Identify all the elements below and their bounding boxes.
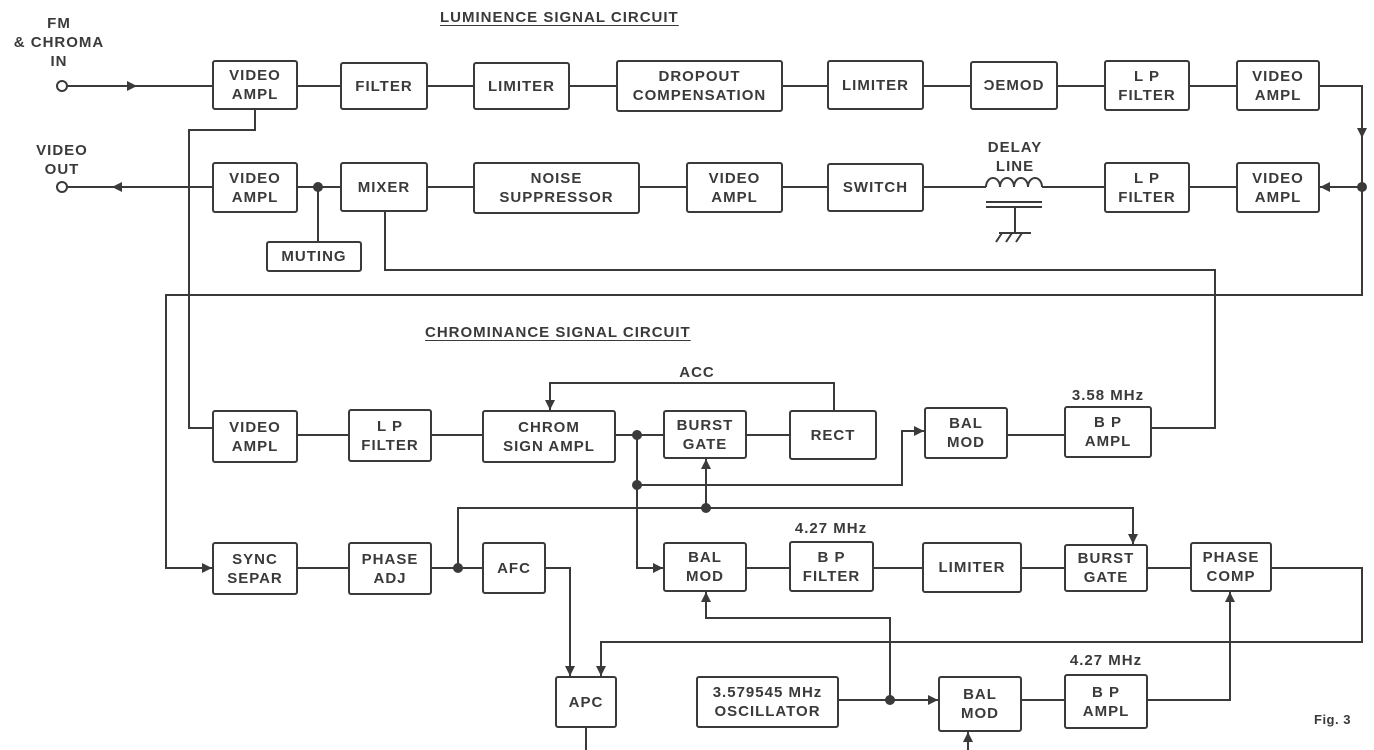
delay-line-label: DELAY LINE: [987, 139, 1043, 175]
dropout-compensation-block: DROPOUT COMPENSATION: [616, 60, 783, 112]
output-label: VIDEO OUT: [36, 142, 88, 178]
video-ampl-block-1: VIDEO AMPL: [1236, 60, 1320, 111]
bp-ampl-block-1: B P AMPL: [1064, 406, 1152, 458]
sync-separ-block: SYNC SEPAR: [212, 542, 298, 595]
burst-gate-block-1: BURST GATE: [663, 410, 747, 459]
acc-label: ACC: [679, 364, 715, 381]
oscillator-block: 3.579545 MHz OSCILLATOR: [696, 676, 839, 728]
chrom-sign-ampl-block: CHROM SIGN AMPL: [482, 410, 616, 463]
freq-427-ampl-label: 4.27 MHz: [1069, 652, 1143, 669]
limiter-block-1: LIMITER: [473, 62, 570, 110]
chroma-row1-wires: [298, 382, 1064, 573]
bp-filter-block: B P FILTER: [789, 541, 874, 592]
delay-line-coil: [985, 177, 1043, 188]
figure-label: Fig. 3: [1314, 712, 1351, 727]
filter-block: FILTER: [340, 62, 428, 110]
limiter-block-2: LIMITER: [827, 60, 924, 110]
video-ampl-block-2: VIDEO AMPL: [686, 162, 783, 213]
muting-block: MUTING: [266, 241, 362, 272]
mixer-block: MIXER: [340, 162, 428, 212]
lp-filter-block-2: L P FILTER: [1104, 162, 1190, 213]
freq-358-label: 3.58 MHz: [1071, 387, 1145, 404]
bal-mod-block-1: BAL MOD: [924, 407, 1008, 459]
chroma-video-ampl-block: VIDEO AMPL: [212, 410, 298, 463]
video-ampl-block-3: VIDEO AMPL: [1236, 162, 1320, 213]
afc-block: AFC: [482, 542, 546, 594]
chroma-row2-wires: [298, 485, 1363, 676]
bal-mod-block-2: BAL MOD: [663, 542, 747, 592]
freq-427-filter-label: 4.27 MHz: [794, 520, 868, 537]
bal-mod-block-3: BAL MOD: [938, 676, 1022, 732]
bp-ampl-block-2: B P AMPL: [1064, 674, 1148, 729]
luminance-row2-wires: [56, 177, 1367, 243]
switch-block: SWITCH: [827, 163, 924, 212]
demod-block: ƆEMOD: [970, 61, 1058, 110]
chroma-lp-filter-block: L P FILTER: [348, 409, 432, 462]
apc-block: APC: [555, 676, 617, 728]
output-terminal: [56, 181, 68, 193]
rect-block: RECT: [789, 410, 877, 460]
phase-comp-block: PHASE COMP: [1190, 542, 1272, 592]
video-ampl-input-block: VIDEO AMPL: [212, 60, 298, 110]
video-ampl-output-block: VIDEO AMPL: [212, 162, 298, 213]
chrominance-title: CHROMINANCE SIGNAL CIRCUIT: [425, 324, 691, 341]
input-terminal: [56, 80, 68, 92]
input-label: FM & CHROMA IN: [13, 15, 105, 70]
luminance-title: LUMINENCE SIGNAL CIRCUIT: [440, 9, 679, 26]
chroma-limiter-block: LIMITER: [922, 542, 1022, 593]
burst-gate-block-2: BURST GATE: [1064, 544, 1148, 592]
noise-suppressor-block: NOISE SUPPRESSOR: [473, 162, 640, 214]
luminance-row1-wires: [56, 80, 1367, 187]
cross-wires: [165, 110, 1363, 573]
phase-adj-block: PHASE ADJ: [348, 542, 432, 595]
lp-filter-block-1: L P FILTER: [1104, 60, 1190, 111]
bottom-row-wires: [585, 592, 1235, 750]
